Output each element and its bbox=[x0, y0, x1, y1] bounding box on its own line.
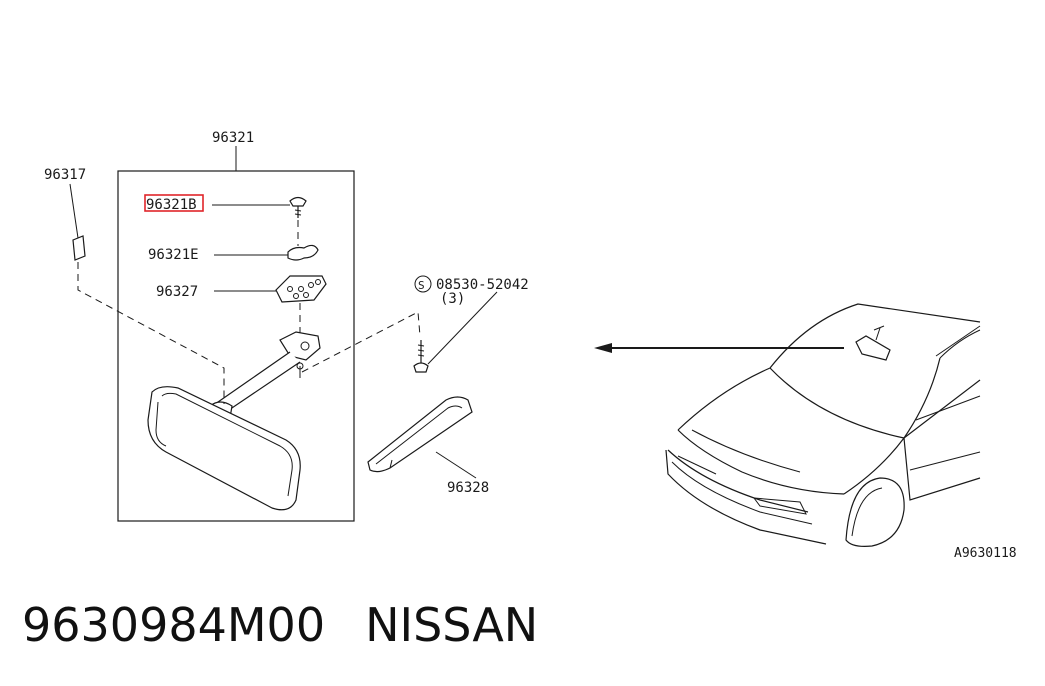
bolt-part bbox=[413, 340, 429, 373]
footer-title: 9630984M00 NISSAN bbox=[22, 598, 538, 652]
garnish-leader bbox=[435, 451, 477, 479]
stay-dash bbox=[77, 262, 225, 404]
label-96327[interactable]: 96327 bbox=[156, 284, 198, 300]
footer-brand: NISSAN bbox=[365, 598, 539, 652]
mirror-body bbox=[147, 386, 301, 511]
screw-part bbox=[289, 196, 307, 218]
direction-arrow-head bbox=[594, 343, 612, 353]
stay-leader bbox=[69, 183, 79, 239]
label-96321B[interactable]: 96321B bbox=[146, 197, 197, 213]
label-bolt-symbol: S bbox=[418, 279, 425, 292]
label-96321E[interactable]: 96321E bbox=[148, 247, 199, 263]
bolt-symbol-circle bbox=[414, 275, 432, 293]
bolt-dash bbox=[301, 311, 421, 373]
cover-part bbox=[287, 244, 319, 261]
label-96317[interactable]: 96317 bbox=[44, 167, 86, 183]
drawing-code: A9630118 bbox=[954, 546, 1017, 561]
mirror-arm bbox=[209, 331, 321, 422]
footer-part-number[interactable]: 9630984M00 bbox=[22, 598, 326, 652]
highlight-96321B bbox=[144, 194, 204, 212]
label-08530-52042[interactable]: 08530-52042 bbox=[436, 277, 529, 293]
bracket-part bbox=[275, 275, 327, 303]
label-bolt-qty: (3) bbox=[440, 291, 465, 307]
garnish-part bbox=[367, 396, 473, 473]
bolt-leader bbox=[427, 291, 498, 365]
label-96321[interactable]: 96321 bbox=[212, 130, 254, 146]
car-illustration bbox=[665, 303, 981, 547]
stay-part bbox=[72, 235, 86, 261]
label-96328[interactable]: 96328 bbox=[447, 480, 489, 496]
